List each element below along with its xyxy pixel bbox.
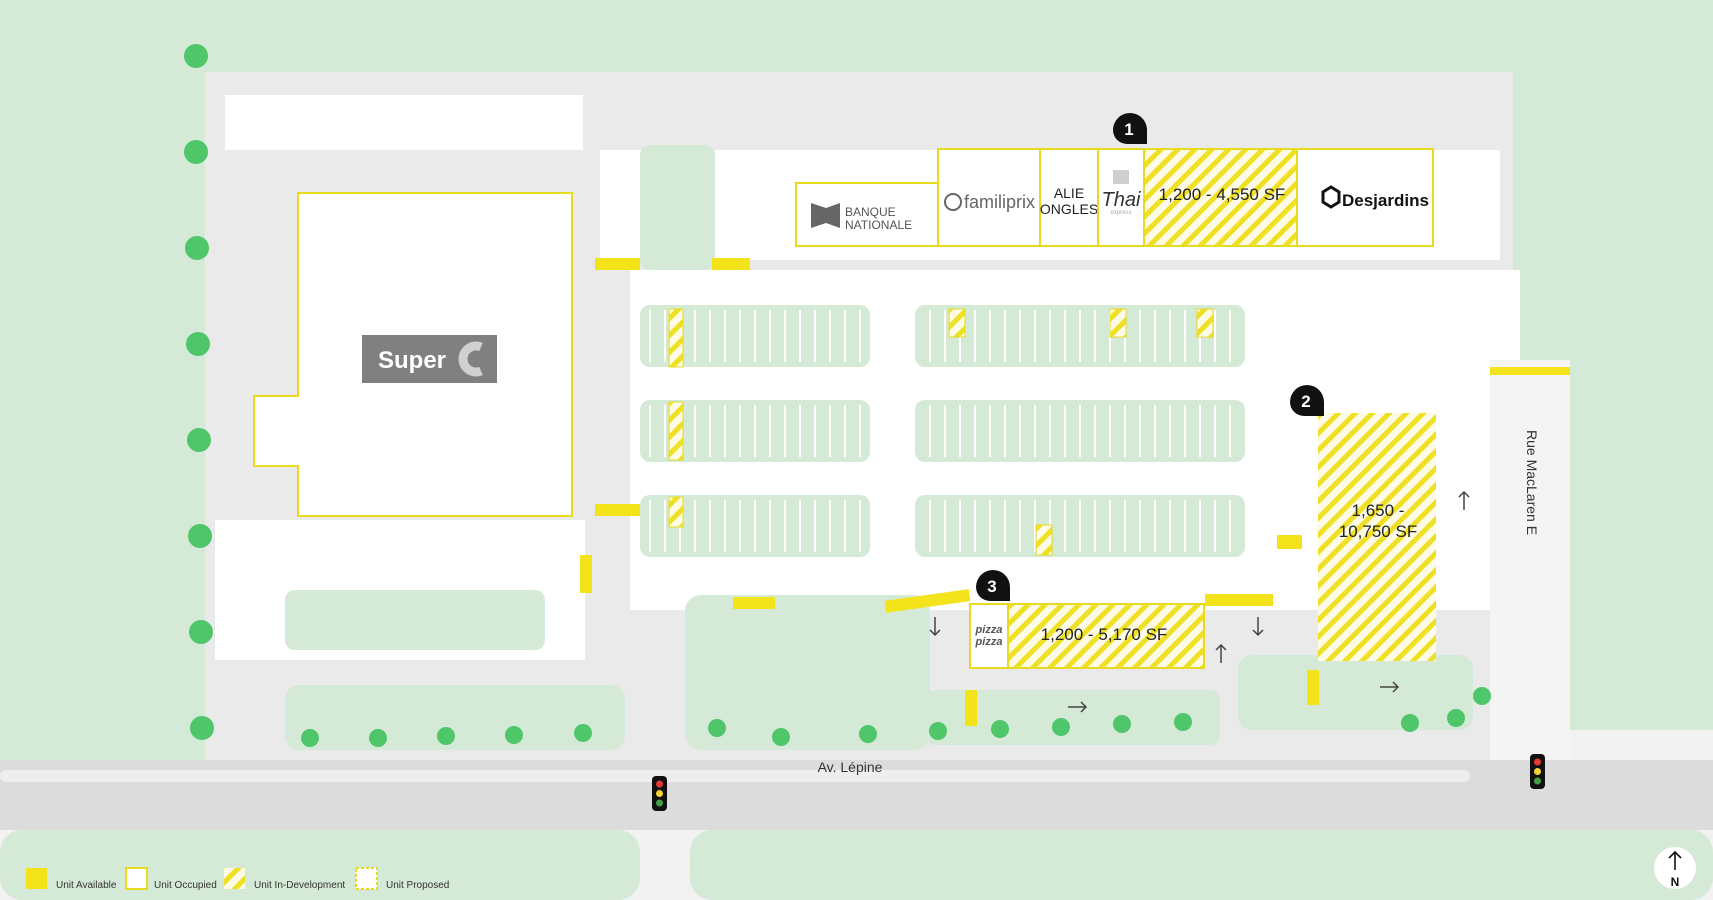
unit-1-area: 1,200 - 4,550 SF: [1159, 185, 1286, 204]
familiprix-label: familiprix: [964, 192, 1035, 212]
unit-pizza-pizza[interactable]: pizza pizza: [969, 603, 1009, 669]
road-label-av-lepine: Av. Lépine: [818, 759, 883, 775]
unit-1-available[interactable]: 1,200 - 4,550 SF: [1143, 148, 1298, 247]
direction-arrow-icon: [929, 490, 1470, 713]
unit-1-badge: 1: [1113, 113, 1147, 144]
north-arrow-icon: N: [1654, 847, 1696, 889]
north-label: N: [1671, 875, 1680, 889]
alie-label-line1: ALIE: [1054, 185, 1084, 201]
legend-swatch-proposed: [355, 867, 378, 890]
tree-icon: [184, 44, 1491, 747]
banque-nationale-logo-icon: [811, 203, 840, 228]
familiprix-logo-icon: [944, 193, 962, 211]
unit-1-badge-number: 1: [1124, 120, 1133, 139]
unit-2-badge-number: 2: [1301, 392, 1310, 411]
alie-label-line2: ONGLES: [1040, 201, 1098, 217]
super-c-label: Super: [378, 347, 446, 374]
unit-3-available[interactable]: 1,200 - 5,170 SF: [1007, 603, 1205, 669]
banque-label-line1: BANQUE: [845, 205, 896, 219]
pizza-label-line2: pizza: [975, 636, 1003, 648]
unit-3-area: 1,200 - 5,170 SF: [1041, 625, 1168, 644]
roads: [0, 360, 1713, 830]
unit-super-c[interactable]: Super: [253, 192, 573, 517]
unit-alie-ongles[interactable]: ALIE ONGLES: [1039, 148, 1099, 247]
unit-2-area-line1: 1,650 -: [1352, 501, 1405, 520]
building-3: pizza pizza 1,200 - 5,170 SF 3: [969, 570, 1205, 669]
road-label-rue-maclaren: Rue MacLaren E: [1524, 430, 1540, 535]
unit-thai-express[interactable]: Thai express: [1097, 148, 1145, 247]
legend-swatch-available: [26, 868, 47, 889]
parking-stalls: [649, 310, 1231, 552]
unit-3-badge-number: 3: [987, 577, 996, 596]
legend-label-in-development: Unit In-Development: [254, 880, 345, 891]
banque-label-line2: NATIONALE: [845, 218, 912, 232]
legend-swatch-occupied: [125, 867, 148, 890]
legend-swatch-in-development: [224, 868, 245, 889]
pizza-label-line1: pizza: [975, 624, 1003, 636]
legend: Unit Available Unit Occupied Unit In-Dev…: [26, 867, 449, 891]
road-rue-maclaren: [1490, 360, 1570, 760]
traffic-light-icon: [652, 754, 1545, 811]
unit-familiprix[interactable]: familiprix: [937, 148, 1041, 247]
legend-label-occupied: Unit Occupied: [154, 880, 217, 891]
thai-express-logo-icon: [1113, 170, 1129, 184]
crosswalks: [580, 258, 1570, 726]
thai-sub-label: express: [1110, 210, 1131, 216]
unit-2-area-line2: 10,750 SF: [1339, 522, 1417, 541]
accessible-parking-icon: [668, 308, 1214, 556]
unit-2-badge: 2: [1290, 385, 1324, 416]
desjardins-label: Desjardins: [1342, 191, 1429, 210]
legend-label-proposed: Unit Proposed: [386, 880, 449, 891]
building-1: BANQUE NATIONALE familiprix ALIE ONGLES …: [795, 113, 1434, 247]
unit-2-available[interactable]: 1,650 - 10,750 SF: [1318, 413, 1436, 661]
legend-label-available: Unit Available: [56, 880, 117, 891]
c-logo-icon: [458, 341, 483, 377]
desjardins-hexagon-icon: [1321, 185, 1341, 209]
unit-desjardins[interactable]: Desjardins: [1296, 148, 1434, 247]
thai-label: Thai: [1102, 189, 1141, 211]
unit-banque-nationale[interactable]: BANQUE NATIONALE: [795, 182, 939, 247]
unit-3-badge: 3: [976, 570, 1010, 601]
